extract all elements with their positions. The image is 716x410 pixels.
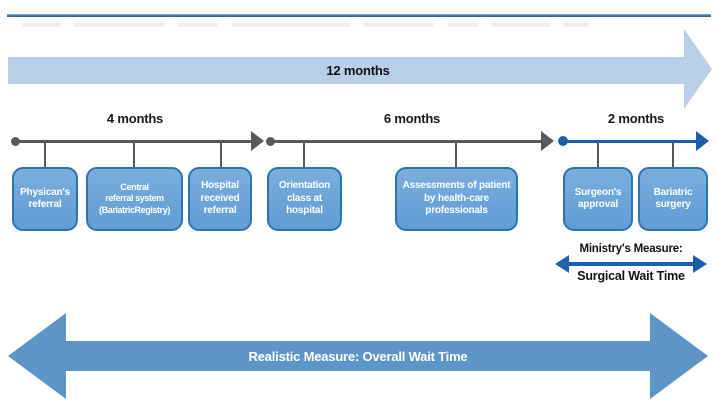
tick-connector [133, 142, 135, 167]
step-box-bariatric-surgery: Bariatric surgery [638, 167, 708, 231]
tick-connector [220, 142, 222, 167]
ministry-measure-arrow [568, 262, 694, 266]
faint-caption-remnant [22, 23, 588, 27]
step-box-surgeons-approval: Surgeon's approval [563, 167, 633, 231]
segment-2-duration-label: 6 months [383, 111, 441, 126]
tick-connector [597, 142, 599, 167]
tick-connector [44, 142, 46, 167]
ministry-arrowhead-right-icon [693, 255, 707, 273]
realistic-measure-arrow: Realistic Measure: Overall Wait Time [64, 341, 652, 371]
realistic-arrowhead-left-icon [8, 313, 66, 399]
overall-duration-arrow [8, 57, 684, 84]
tick-connector [303, 142, 305, 167]
step-box-orientation-class: Orientation class at hospital [267, 167, 342, 231]
realistic-arrowhead-right-icon [650, 313, 708, 399]
segment-1-line [15, 140, 252, 143]
segment-3-line [563, 140, 697, 143]
top-rule [7, 14, 711, 17]
ministry-measure-label-top: Ministry's Measure: [579, 243, 683, 255]
step-box-hospital-received-referral: Hospital received referral [188, 167, 252, 231]
step-box-central-referral-system: Central referral system (BariatricRegist… [86, 167, 183, 231]
segment-1-duration-label: 4 months [106, 111, 164, 126]
segment-3-duration-label: 2 months [607, 111, 665, 126]
ministry-measure-label-bottom: Surgical Wait Time [577, 269, 685, 283]
segment-2-line [270, 140, 542, 143]
segment-2-arrowhead-icon [541, 131, 554, 151]
overall-duration-label: 12 months [326, 63, 390, 78]
overall-duration-arrowhead-icon [684, 29, 712, 109]
segment-3-arrowhead-icon [696, 131, 709, 151]
segment-1-arrowhead-icon [251, 131, 264, 151]
tick-connector [672, 142, 674, 167]
step-box-physicians-referral: Physican's referral [12, 167, 78, 231]
tick-connector [455, 142, 457, 167]
realistic-measure-label: Realistic Measure: Overall Wait Time [248, 348, 468, 364]
ministry-arrowhead-left-icon [555, 255, 569, 273]
step-box-assessments: Assessments of patient by health-care pr… [395, 167, 518, 231]
